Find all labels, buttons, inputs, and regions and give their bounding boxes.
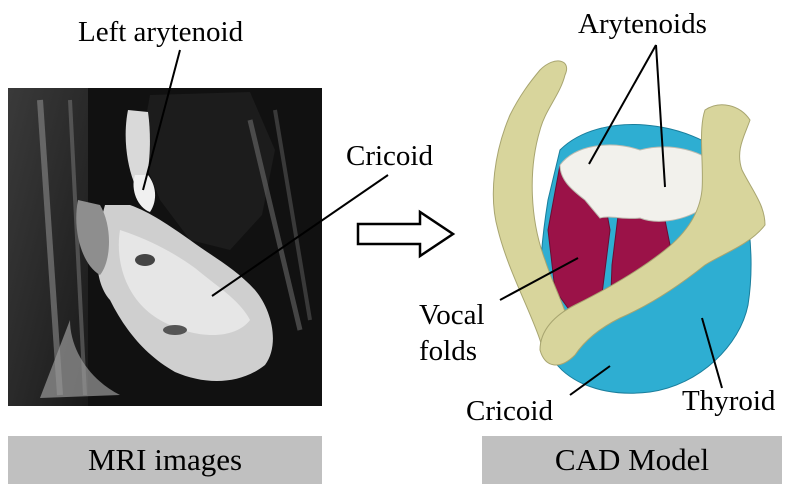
label-folds: folds — [419, 335, 477, 367]
label-left-arytenoid: Left arytenoid — [78, 16, 244, 48]
right-arrow-icon — [358, 212, 453, 256]
label-cricoid-cad: Cricoid — [466, 395, 553, 427]
caption-mri-images: MRI images — [8, 436, 322, 484]
caption-cad-text: CAD Model — [555, 442, 709, 478]
label-arytenoids: Arytenoids — [578, 8, 707, 40]
label-thyroid: Thyroid — [682, 385, 776, 417]
label-cricoid-mri: Cricoid — [346, 140, 433, 172]
mri-image — [8, 88, 322, 406]
cad-model — [493, 61, 765, 393]
caption-mri-text: MRI images — [88, 442, 242, 478]
label-vocal: Vocal — [419, 299, 485, 331]
caption-cad-model: CAD Model — [482, 436, 782, 484]
